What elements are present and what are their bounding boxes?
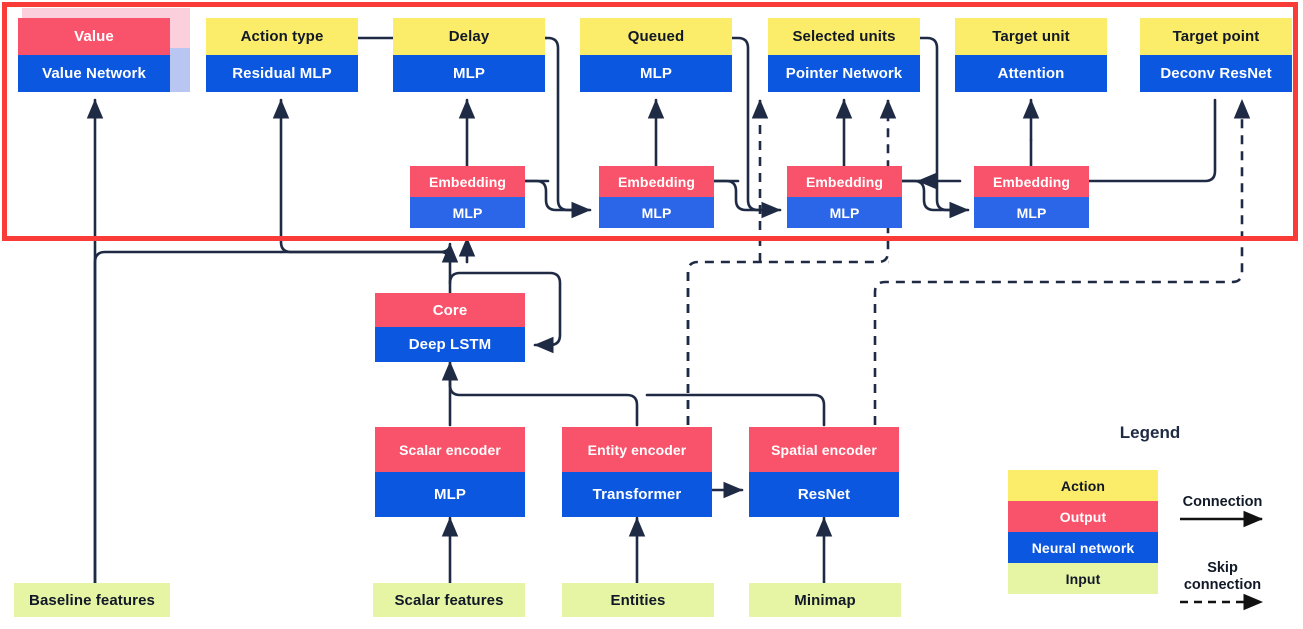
spatial-encoder[interactable]: Spatial encoder ResNet <box>749 427 899 517</box>
legend-swatch-neural-network: Neural network <box>1008 532 1158 563</box>
spatial-encoder-title: Spatial encoder <box>749 427 899 472</box>
input-entities[interactable]: Entities <box>562 583 714 617</box>
head-target-unit-title: Target unit <box>955 18 1107 55</box>
embedding-action-type-network: MLP <box>410 197 525 228</box>
legend-skip-label: Skip connection <box>1160 560 1285 594</box>
head-queued-title: Queued <box>580 18 732 55</box>
head-delay[interactable]: Delay MLP <box>393 18 545 92</box>
head-selected-units-network: Pointer Network <box>768 55 920 92</box>
embedding-queued-network: MLP <box>787 197 902 228</box>
legend-swatch-action: Action <box>1008 470 1158 501</box>
embedding-delay[interactable]: Embedding MLP <box>599 166 714 228</box>
spatial-encoder-network: ResNet <box>749 472 899 517</box>
head-action-type[interactable]: Action type Residual MLP <box>206 18 358 92</box>
legend-swatch-input: Input <box>1008 563 1158 594</box>
embedding-selected-units-network: MLP <box>974 197 1089 228</box>
entity-encoder[interactable]: Entity encoder Transformer <box>562 427 712 517</box>
head-delay-title: Delay <box>393 18 545 55</box>
embedding-selected-units[interactable]: Embedding MLP <box>974 166 1089 228</box>
input-baseline-features[interactable]: Baseline features <box>14 583 170 617</box>
legend-swatches: Action Output Neural network Input <box>1008 470 1158 594</box>
embedding-action-type-title: Embedding <box>410 166 525 197</box>
head-value[interactable]: Value Value Network <box>18 18 170 92</box>
legend-skip-label-line1: Skip <box>1207 560 1238 576</box>
embedding-action-type[interactable]: Embedding MLP <box>410 166 525 228</box>
core-node[interactable]: Core Deep LSTM <box>375 293 525 362</box>
head-selected-units[interactable]: Selected units Pointer Network <box>768 18 920 92</box>
head-delay-network: MLP <box>393 55 545 92</box>
embedding-delay-network: MLP <box>599 197 714 228</box>
entity-encoder-title: Entity encoder <box>562 427 712 472</box>
legend-title: Legend <box>1119 423 1181 442</box>
input-scalar-features[interactable]: Scalar features <box>373 583 525 617</box>
legend-connection-label: Connection <box>1182 494 1263 510</box>
head-value-title: Value <box>18 18 170 55</box>
embedding-delay-title: Embedding <box>599 166 714 197</box>
head-queued-network: MLP <box>580 55 732 92</box>
head-action-type-title: Action type <box>206 18 358 55</box>
head-selected-units-title: Selected units <box>768 18 920 55</box>
head-target-point-title: Target point <box>1140 18 1292 55</box>
scalar-encoder-network: MLP <box>375 472 525 517</box>
input-minimap[interactable]: Minimap <box>749 583 901 617</box>
embedding-selected-units-title: Embedding <box>974 166 1089 197</box>
head-queued[interactable]: Queued MLP <box>580 18 732 92</box>
legend-skip-label-line2: connection <box>1183 577 1262 593</box>
head-target-point[interactable]: Target point Deconv ResNet <box>1140 18 1292 92</box>
head-action-type-network: Residual MLP <box>206 55 358 92</box>
scalar-encoder-title: Scalar encoder <box>375 427 525 472</box>
core-title: Core <box>375 293 525 327</box>
embedding-queued[interactable]: Embedding MLP <box>787 166 902 228</box>
head-target-unit-network: Attention <box>955 55 1107 92</box>
head-value-network: Value Network <box>18 55 170 92</box>
scalar-encoder[interactable]: Scalar encoder MLP <box>375 427 525 517</box>
legend-swatch-output: Output <box>1008 501 1158 532</box>
action-heads-highlight-box <box>2 2 1298 241</box>
core-network: Deep LSTM <box>375 327 525 362</box>
head-target-unit[interactable]: Target unit Attention <box>955 18 1107 92</box>
entity-encoder-network: Transformer <box>562 472 712 517</box>
embedding-queued-title: Embedding <box>787 166 902 197</box>
head-target-point-network: Deconv ResNet <box>1140 55 1292 92</box>
